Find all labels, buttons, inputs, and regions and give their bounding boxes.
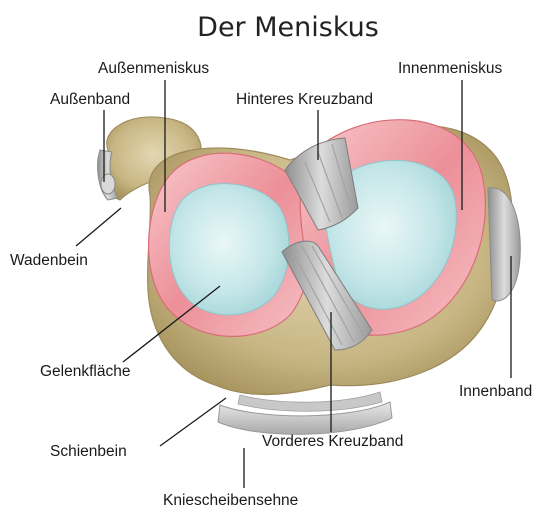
patellar-tendon — [218, 392, 392, 434]
label-aussenmeniskus: Außenmeniskus — [98, 60, 209, 77]
label-vorderes-kreuzband: Vorderes Kreuzband — [262, 433, 403, 450]
medial-collateral-ligament — [488, 188, 520, 301]
lateral-articular-surface — [169, 184, 289, 315]
label-innenband: Innenband — [459, 383, 532, 400]
label-kniescheibensehne: Kniescheibensehne — [163, 492, 298, 509]
label-gelenkflaeche: Gelenkfläche — [40, 363, 130, 380]
label-hinteres-kreuzband: Hinteres Kreuzband — [236, 91, 373, 108]
label-aussenband: Außenband — [50, 91, 130, 108]
label-schienbein: Schienbein — [50, 443, 127, 460]
label-wadenbein: Wadenbein — [10, 252, 88, 269]
leader-wadenbein — [76, 208, 121, 246]
leader-schienbein — [160, 398, 226, 446]
page-title: Der Meniskus — [197, 12, 379, 43]
label-innenmeniskus: Innenmeniskus — [398, 60, 503, 77]
